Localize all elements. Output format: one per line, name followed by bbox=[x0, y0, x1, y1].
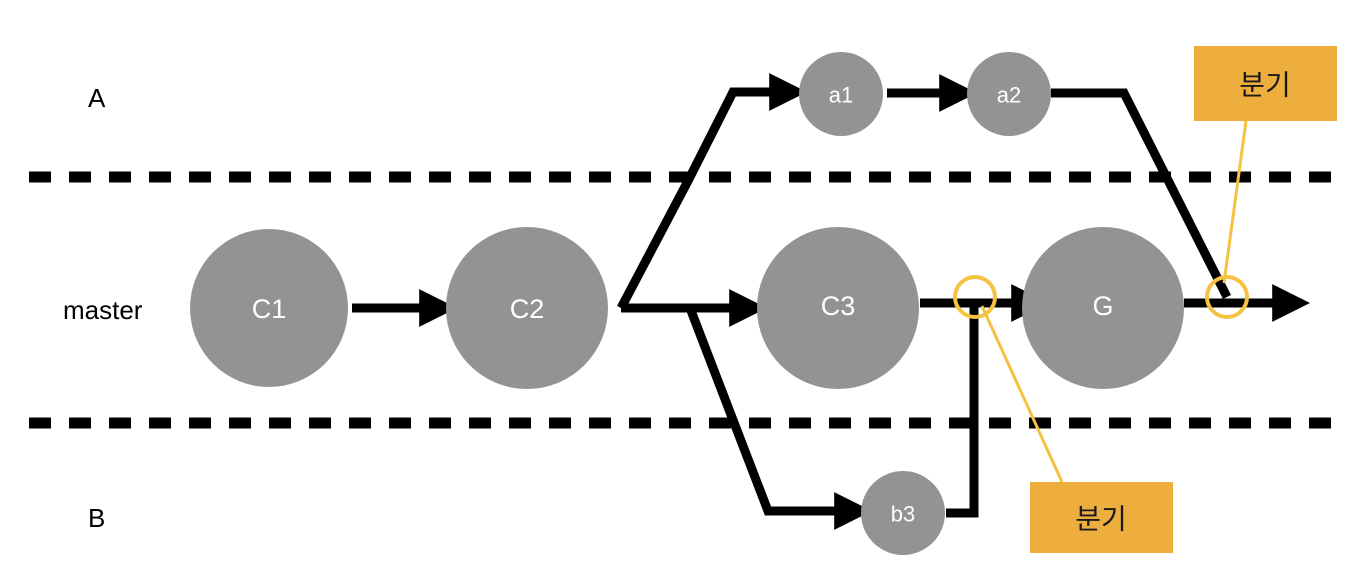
node-g-circle[interactable] bbox=[1022, 227, 1184, 389]
node-a1[interactable]: a1 bbox=[799, 52, 883, 136]
callout-branch-top-box[interactable] bbox=[1194, 46, 1337, 121]
node-layer: C1 C2 C3 G a1 a2 bbox=[190, 52, 1184, 555]
node-c2-circle[interactable] bbox=[446, 227, 608, 389]
highlight-layer bbox=[953, 275, 1249, 319]
node-a2-label: a2 bbox=[997, 83, 1021, 108]
node-c1-circle[interactable] bbox=[190, 229, 348, 387]
node-c2[interactable]: C2 bbox=[446, 227, 608, 389]
node-a2-circle[interactable] bbox=[967, 52, 1051, 136]
edge-c2-b3 bbox=[621, 303, 872, 530]
lane-dividers bbox=[29, 171, 1334, 429]
lane-label-b: B bbox=[88, 503, 105, 533]
callout-leader-layer bbox=[980, 120, 1248, 483]
highlight-a2-merge-ring bbox=[1205, 275, 1249, 319]
callout-branch-bottom[interactable]: 분기 bbox=[1030, 482, 1173, 553]
node-c3[interactable]: C3 bbox=[757, 227, 919, 389]
edge-layer bbox=[352, 73, 1310, 530]
node-c1-label: C1 bbox=[252, 294, 287, 324]
node-c2-label: C2 bbox=[510, 294, 545, 324]
node-a2[interactable]: a2 bbox=[967, 52, 1051, 136]
node-g[interactable]: G bbox=[1022, 227, 1184, 389]
highlight-b3-merge-ring bbox=[953, 275, 997, 319]
node-c3-label: C3 bbox=[821, 291, 856, 321]
callout-branch-bottom-box[interactable] bbox=[1030, 482, 1173, 553]
callout-branch-top[interactable]: 분기 bbox=[1194, 46, 1337, 121]
edge-a2-merge bbox=[1051, 88, 1232, 300]
lane-label-master: master bbox=[63, 295, 143, 325]
edge-c2-a1 bbox=[617, 73, 807, 311]
callout-leader-bottom bbox=[980, 305, 1064, 483]
node-a1-label: a1 bbox=[829, 83, 853, 108]
callout-branch-top-label: 분기 bbox=[1239, 69, 1291, 102]
node-b3-circle[interactable] bbox=[861, 471, 945, 555]
node-a1-circle[interactable] bbox=[799, 52, 883, 136]
lane-label-a: A bbox=[88, 83, 106, 113]
callout-branch-bottom-label: 분기 bbox=[1075, 503, 1127, 536]
callout-leader-top bbox=[1222, 120, 1248, 284]
node-b3[interactable]: b3 bbox=[861, 471, 945, 555]
lane-label-layer: A master B bbox=[63, 83, 143, 533]
node-g-label: G bbox=[1092, 291, 1113, 321]
edge-b3-merge bbox=[946, 303, 979, 518]
node-c1[interactable]: C1 bbox=[190, 229, 348, 387]
node-c3-circle[interactable] bbox=[757, 227, 919, 389]
node-b3-label: b3 bbox=[891, 502, 915, 527]
